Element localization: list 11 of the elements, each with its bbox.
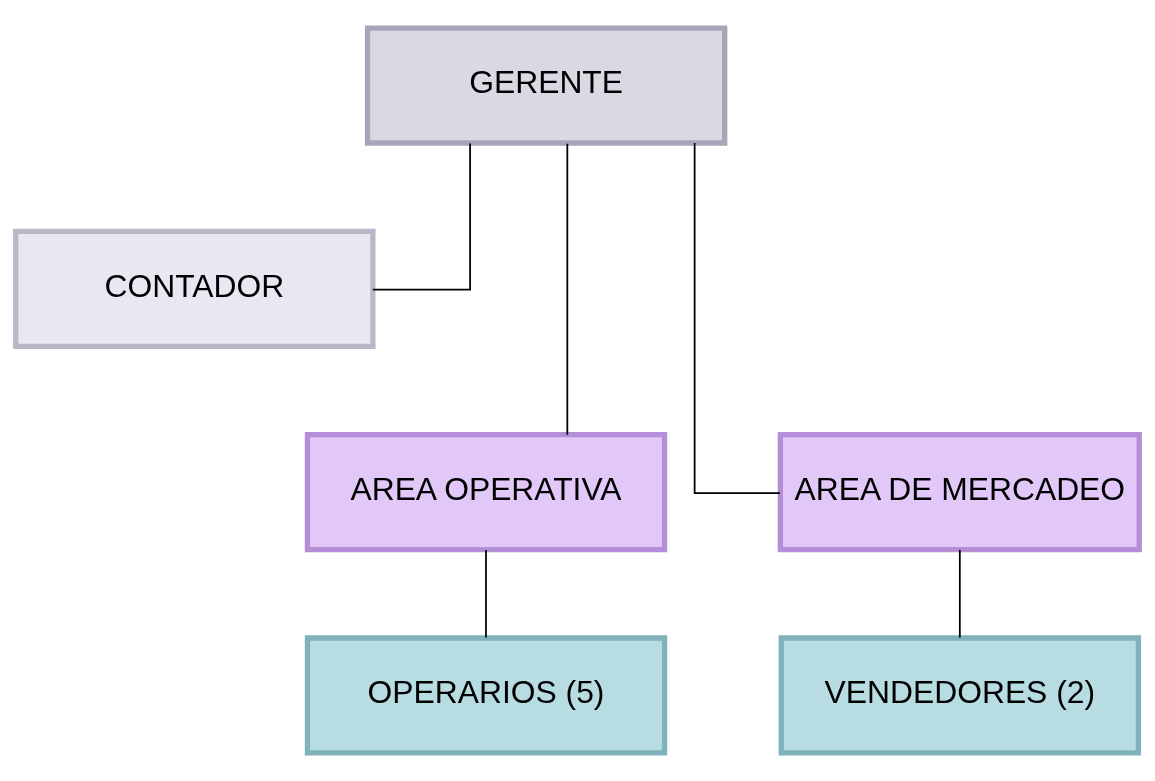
connector <box>566 142 569 436</box>
node-box: AREA OPERATIVA <box>304 432 668 553</box>
node-box: GERENTE <box>364 25 728 146</box>
connector <box>485 549 487 639</box>
node-box: VENDEDORES (2) <box>778 635 1142 756</box>
node-box: OPERARIOS (5) <box>304 635 668 756</box>
node-box: CONTADOR <box>13 228 376 349</box>
node-box: AREA DE MERCADEO <box>777 432 1142 553</box>
connector <box>958 549 961 639</box>
connector <box>371 142 471 291</box>
connector <box>693 142 781 494</box>
